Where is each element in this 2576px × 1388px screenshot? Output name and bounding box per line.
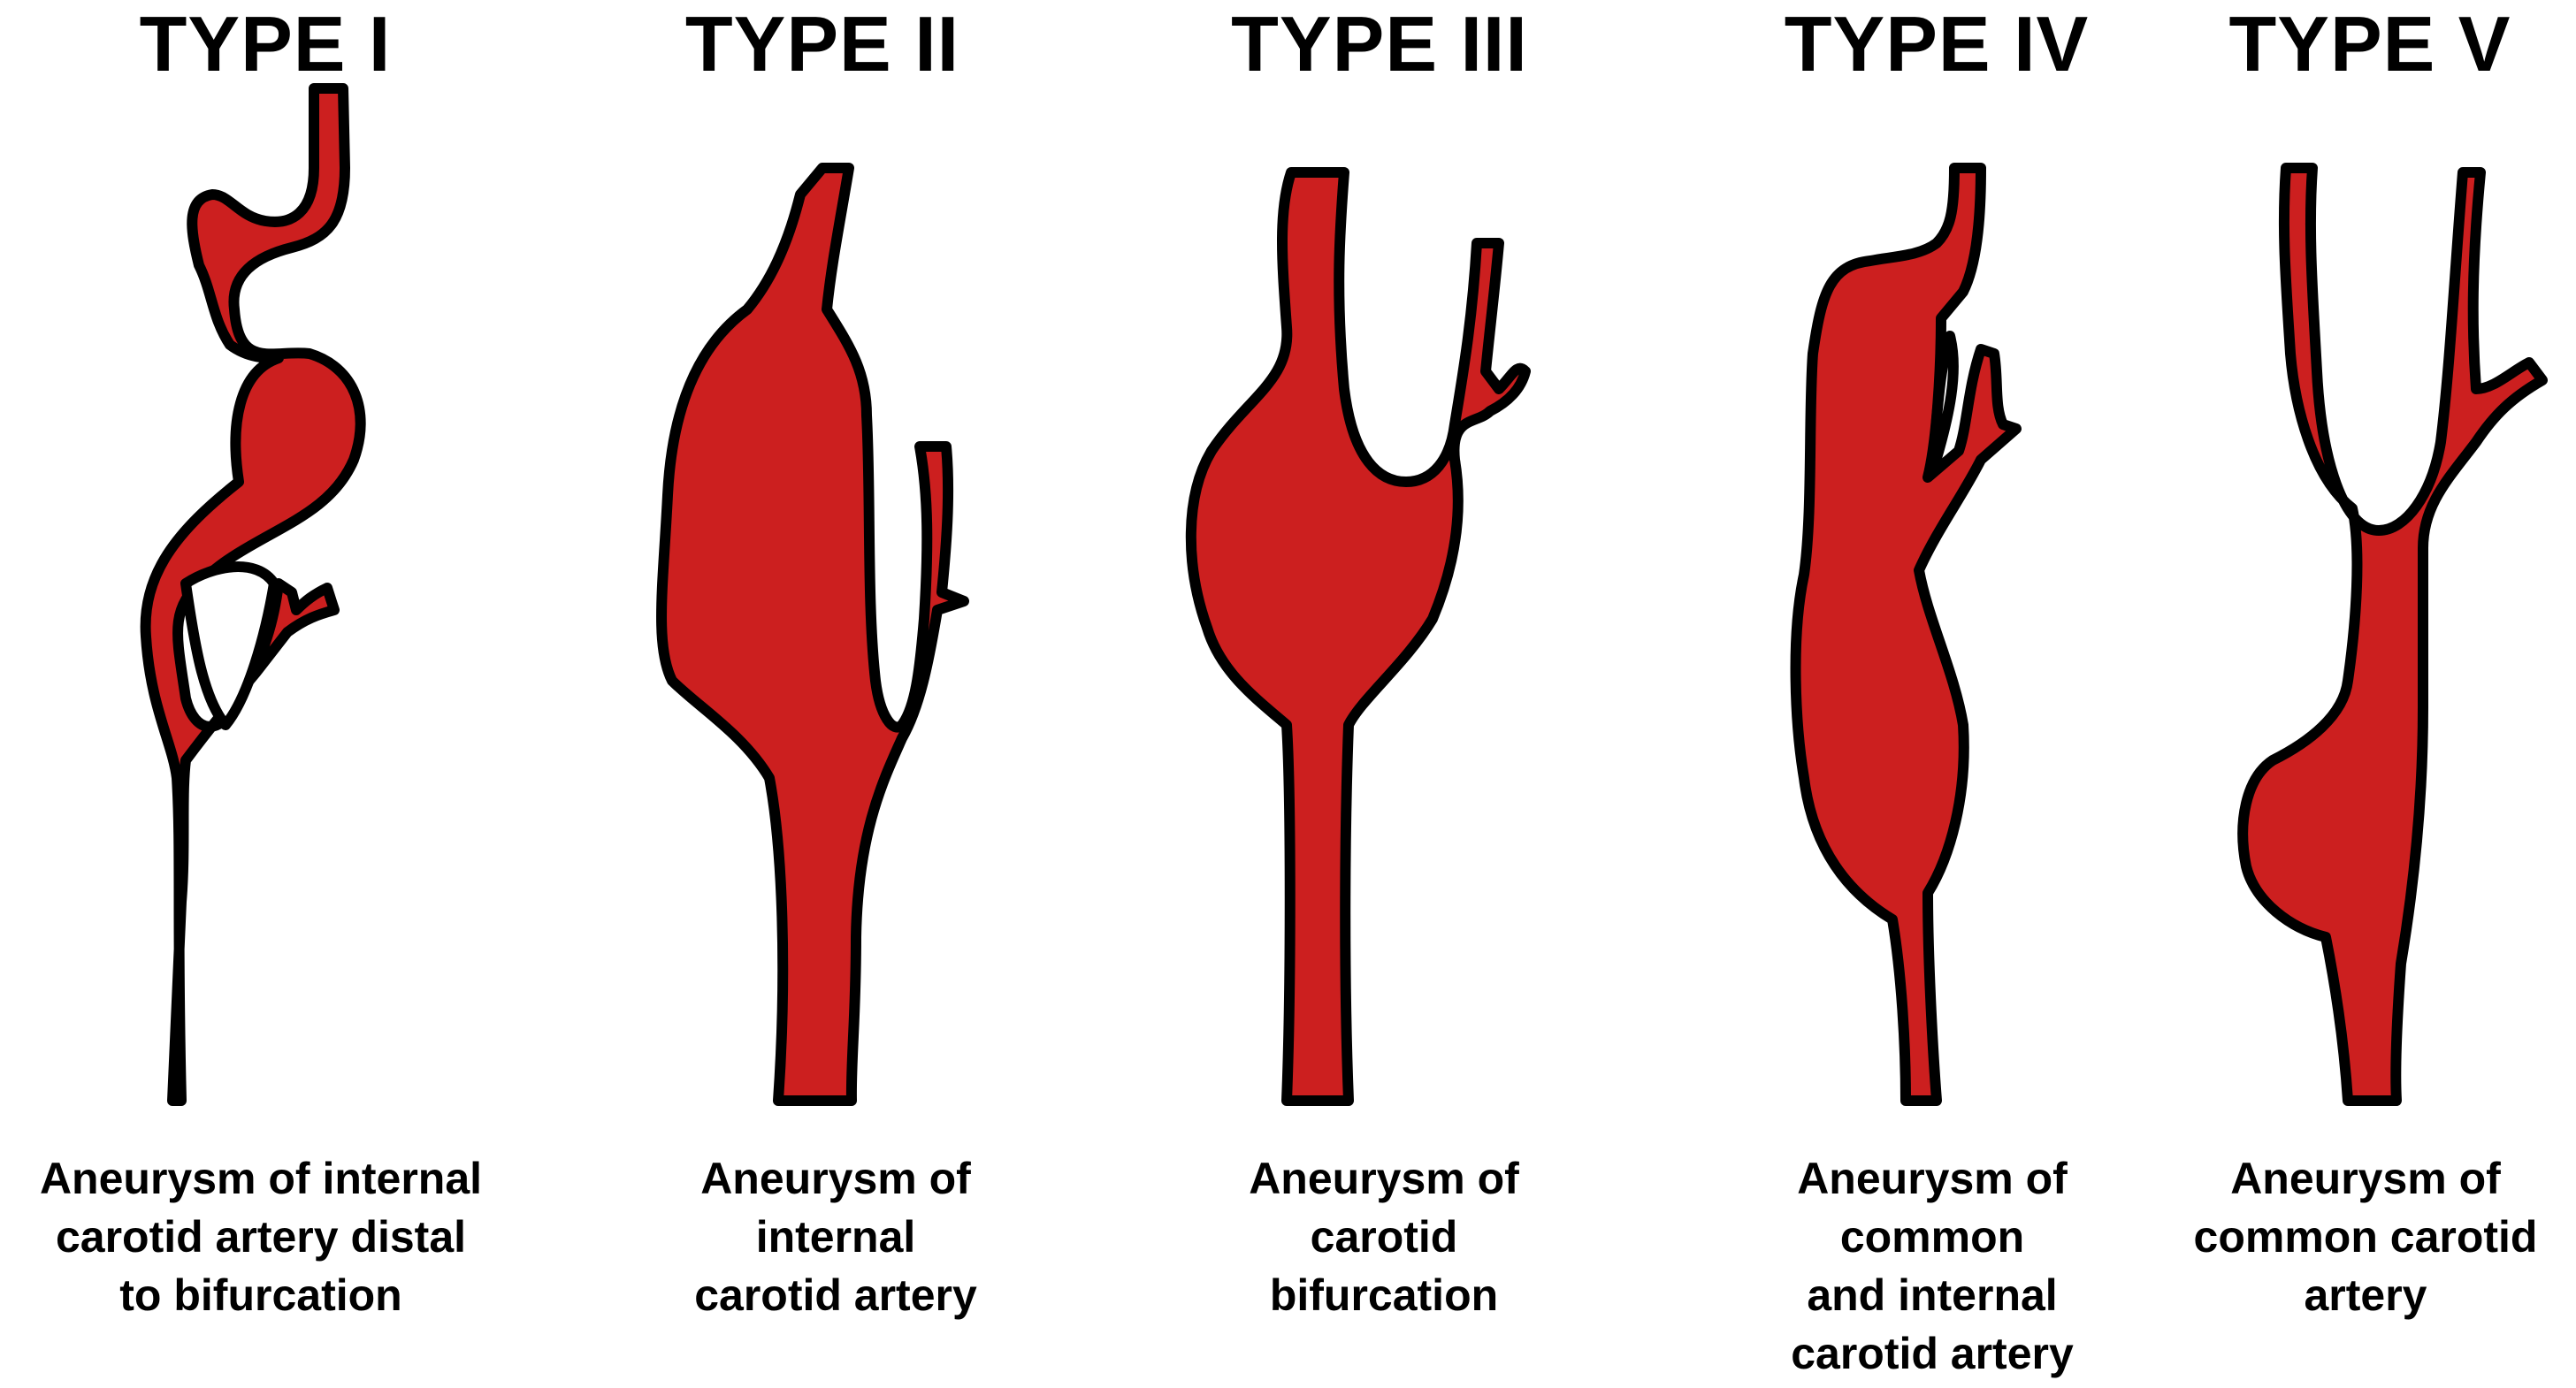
type-4-panel: TYPE IV Aneurysm of common and internal … [1716, 0, 2158, 1388]
type-5-caption: Aneurysm of common carotid artery [2158, 1149, 2573, 1324]
type-4-caption-line-4: carotid artery [1791, 1329, 2074, 1378]
type-5-caption-line-1: Aneurysm of [2230, 1154, 2501, 1203]
type-3-panel: TYPE III Aneurysm of carotid bifurcation [1123, 0, 1645, 1388]
type-2-title: TYPE II [684, 0, 960, 88]
type-4-caption-line-1: Aneurysm of [1797, 1154, 2068, 1203]
type-4-bifurcation-gap [1927, 331, 1959, 478]
type-3-caption-line-2: carotid [1310, 1212, 1458, 1262]
type-3-vessel-shape [1185, 167, 1531, 1106]
type-1-caption-line-3: to bifurcation [119, 1270, 402, 1320]
type-2-caption: Aneurysm of internal carotid artery [562, 1149, 1110, 1324]
type-5-caption-line-3: artery [2304, 1270, 2427, 1320]
type-5-panel: TYPE V Aneurysm of common carotid artery [2158, 0, 2573, 1388]
type-4-vessel-illustration [1790, 163, 2022, 1106]
type-3-caption: Aneurysm of carotid bifurcation [1123, 1149, 1645, 1324]
type-2-caption-line-1: Aneurysm of [700, 1154, 971, 1203]
type-3-title: TYPE III [1231, 0, 1528, 88]
type-5-vessel-shape [2237, 163, 2548, 1106]
type-1-title: TYPE I [139, 0, 392, 88]
type-2-vessel-illustration [656, 163, 969, 1106]
type-1-caption-line-2: carotid artery distal [55, 1212, 467, 1262]
type-2-vessel-shape [656, 163, 969, 1106]
type-2-caption-line-2: internal [755, 1212, 916, 1262]
type-4-vessel-shape [1790, 163, 2022, 1106]
type-1-vessel-illustration [140, 83, 366, 1106]
type-3-caption-line-3: bifurcation [1269, 1270, 1499, 1320]
type-5-vessel-illustration [2237, 163, 2548, 1106]
type-4-title: TYPE IV [1784, 0, 2090, 88]
type-3-vessel-illustration [1185, 167, 1531, 1106]
type-3-caption-line-1: Aneurysm of [1249, 1154, 1519, 1203]
type-1-panel: TYPE I Aneurysm of internal carotid arte… [0, 0, 513, 1388]
type-2-panel: TYPE II Aneurysm of internal carotid art… [575, 0, 1123, 1388]
type-4-caption-line-3: and internal [1807, 1270, 2058, 1320]
type-1-caption-line-1: Aneurysm of internal [39, 1154, 483, 1203]
type-1-caption: Aneurysm of internal carotid artery dist… [4, 1149, 517, 1324]
type-4-caption-line-2: common [1839, 1212, 2025, 1262]
type-2-caption-line-3: carotid artery [694, 1270, 977, 1320]
type-5-title: TYPE V [2228, 0, 2511, 88]
type-5-caption-line-2: common carotid [2193, 1212, 2538, 1262]
type-1-bifurcation-gap [180, 561, 279, 730]
type-4-caption: Aneurysm of common and internal carotid … [1711, 1149, 2153, 1383]
